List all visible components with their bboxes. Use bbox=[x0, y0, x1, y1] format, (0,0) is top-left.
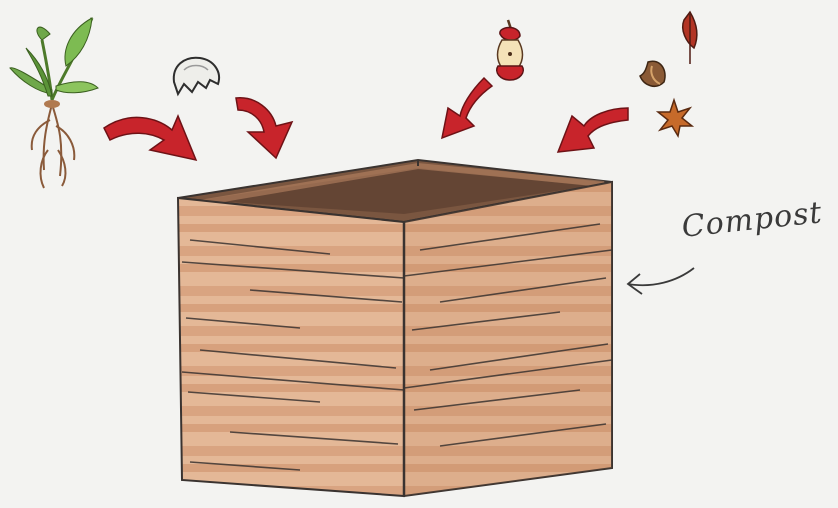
eggshell-icon bbox=[174, 58, 219, 94]
apple-core-icon bbox=[497, 20, 524, 80]
arrow-plant bbox=[104, 116, 196, 160]
compost-bin bbox=[178, 160, 612, 496]
leaves-icon bbox=[640, 12, 697, 136]
pointer-arrow bbox=[628, 268, 694, 294]
arrow-leaves bbox=[558, 108, 628, 152]
arrow-apple bbox=[442, 78, 492, 138]
input-arrows bbox=[104, 78, 628, 160]
plant-with-roots-icon bbox=[10, 18, 98, 188]
arrow-eggshell bbox=[236, 98, 292, 158]
